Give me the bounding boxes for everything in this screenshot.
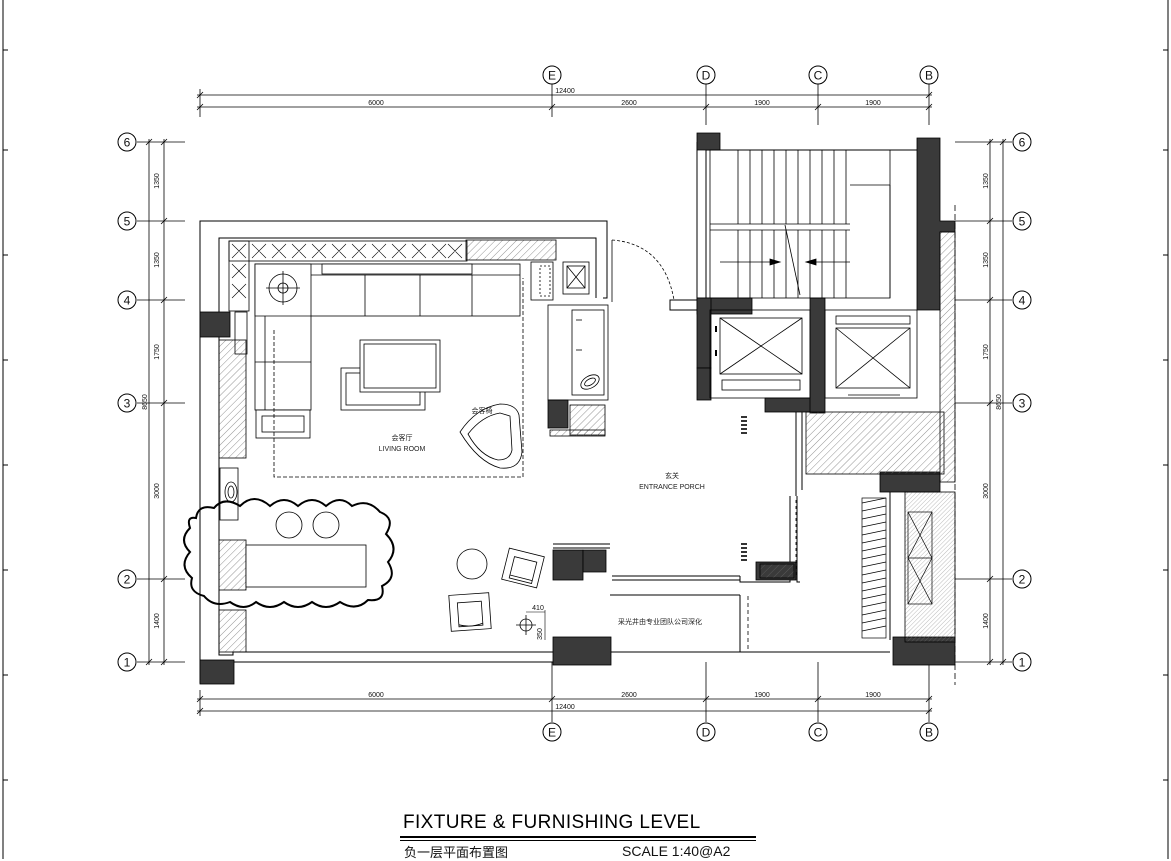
- grid-label: 5: [124, 215, 131, 229]
- grid-bubble-top-D: D: [696, 65, 716, 85]
- dim-right-1: 1350: [983, 173, 990, 189]
- drawing-title: FIXTURE & FURNISHING LEVEL: [403, 812, 701, 833]
- living-room-label-cn: 会客厅: [392, 433, 413, 442]
- grid-label: 1: [124, 656, 131, 670]
- grid-bubble-right-5: 5: [1012, 211, 1032, 231]
- dim-right-2: 1350: [983, 252, 990, 268]
- entry-door: [611, 239, 675, 302]
- dim-bottom-3: 1900: [754, 692, 770, 699]
- bar-counter: [219, 467, 488, 588]
- grid-bubble-left-2: 2: [117, 569, 137, 589]
- grid-label: 4: [1019, 294, 1026, 308]
- entrance-label-cn: 玄关: [665, 471, 679, 480]
- grid-label: 2: [1019, 573, 1026, 587]
- living-room-label-en: LIVING ROOM: [379, 446, 426, 453]
- grid-label: 1: [1019, 656, 1026, 670]
- boundary-lines: [747, 205, 956, 685]
- grid-bubble-bottom-E: E: [542, 722, 562, 742]
- grid-label: E: [548, 726, 556, 740]
- title-block: FIXTURE & FURNISHING LEVEL 负一层平面布置图 SCAL…: [400, 812, 760, 861]
- dim-top-2: 2600: [621, 100, 637, 107]
- dim-bottom-2: 2600: [621, 692, 637, 699]
- dim-left-total: 8650: [142, 394, 149, 410]
- entrance-label-en: ENTRANCE PORCH: [639, 484, 705, 491]
- grid-label: 3: [1019, 397, 1026, 411]
- grid-bubble-right-3: 3: [1012, 393, 1032, 413]
- right-dimensions: [955, 138, 1012, 666]
- title-underline-thin: [400, 840, 756, 841]
- dim-right-5: 1400: [983, 613, 990, 629]
- dim-detail-b: 350: [537, 628, 544, 640]
- dim-left-4: 3000: [154, 483, 161, 499]
- living-room-furniture: [254, 263, 524, 478]
- dim-top-3: 1900: [754, 100, 770, 107]
- dim-left-3: 1750: [154, 344, 161, 360]
- bottom-dimensions: [196, 662, 933, 722]
- grid-bubble-right-4: 4: [1012, 290, 1032, 310]
- drawing-subtitle-cn: 负一层平面布置图: [404, 846, 509, 861]
- grid-label: 3: [124, 397, 131, 411]
- dim-bottom-1: 6000: [368, 692, 384, 699]
- vents: [741, 416, 747, 561]
- revision-cloud: [183, 498, 395, 608]
- grid-bubble-right-2: 2: [1012, 569, 1032, 589]
- drawing-scale: SCALE 1:40@A2: [622, 843, 731, 859]
- grid-bubble-left-3: 3: [117, 393, 137, 413]
- hatched-walls: [218, 231, 956, 653]
- grid-bubble-right-6: 6: [1012, 132, 1032, 152]
- grid-bubble-right-1: 1: [1012, 652, 1032, 672]
- dim-bottom-4: 1900: [865, 692, 881, 699]
- grid-label: D: [702, 726, 711, 740]
- grid-label: C: [814, 69, 823, 83]
- built-in-cabinet: [228, 240, 468, 355]
- grid-bubble-left-4: 4: [117, 290, 137, 310]
- grid-label: E: [548, 69, 556, 83]
- dim-right-3: 1750: [983, 344, 990, 360]
- dim-detail-a: 410: [532, 605, 544, 612]
- grid-bubble-top-E: E: [542, 65, 562, 85]
- grid-label: 2: [124, 573, 131, 587]
- stairs: [709, 149, 891, 299]
- dim-right-4: 3000: [983, 483, 990, 499]
- elevators: [709, 309, 918, 399]
- lightwell-note-cn: 采光井由专业团队公司深化: [618, 617, 702, 626]
- grid-label: 6: [1019, 136, 1026, 150]
- grid-label: B: [925, 69, 933, 83]
- living-side-cabinet: [530, 261, 609, 437]
- dim-bottom-total: 12400: [555, 704, 575, 711]
- dim-top-1: 6000: [368, 100, 384, 107]
- left-dimensions: [137, 138, 185, 666]
- dim-left-1: 1350: [154, 173, 161, 189]
- grid-label: B: [925, 726, 933, 740]
- grid-label: 6: [124, 136, 131, 150]
- grid-bubble-bottom-D: D: [696, 722, 716, 742]
- dim-top-4: 1900: [865, 100, 881, 107]
- top-dimensions: [196, 84, 933, 125]
- grid-bubble-left-5: 5: [117, 211, 137, 231]
- wine-rack: [861, 497, 933, 639]
- dim-left-5: 1400: [154, 613, 161, 629]
- title-underline: [400, 836, 756, 838]
- lounge-chairs: [448, 547, 546, 640]
- grid-bubble-left-1: 1: [117, 652, 137, 672]
- walls: [199, 142, 921, 684]
- grid-bubble-bottom-B: B: [919, 722, 939, 742]
- grid-label: 5: [1019, 215, 1026, 229]
- dim-right-total: 8650: [996, 394, 1003, 410]
- grid-bubble-bottom-C: C: [808, 722, 828, 742]
- grid-label: C: [814, 726, 823, 740]
- grid-bubble-top-C: C: [808, 65, 828, 85]
- dim-left-2: 1350: [154, 252, 161, 268]
- grid-label: 4: [124, 294, 131, 308]
- grid-bubble-left-6: 6: [117, 132, 137, 152]
- dim-top-total: 12400: [555, 88, 575, 95]
- armchair-label-cn: 会客椅: [472, 406, 493, 415]
- grid-bubble-top-B: B: [919, 65, 939, 85]
- grid-label: D: [702, 69, 711, 83]
